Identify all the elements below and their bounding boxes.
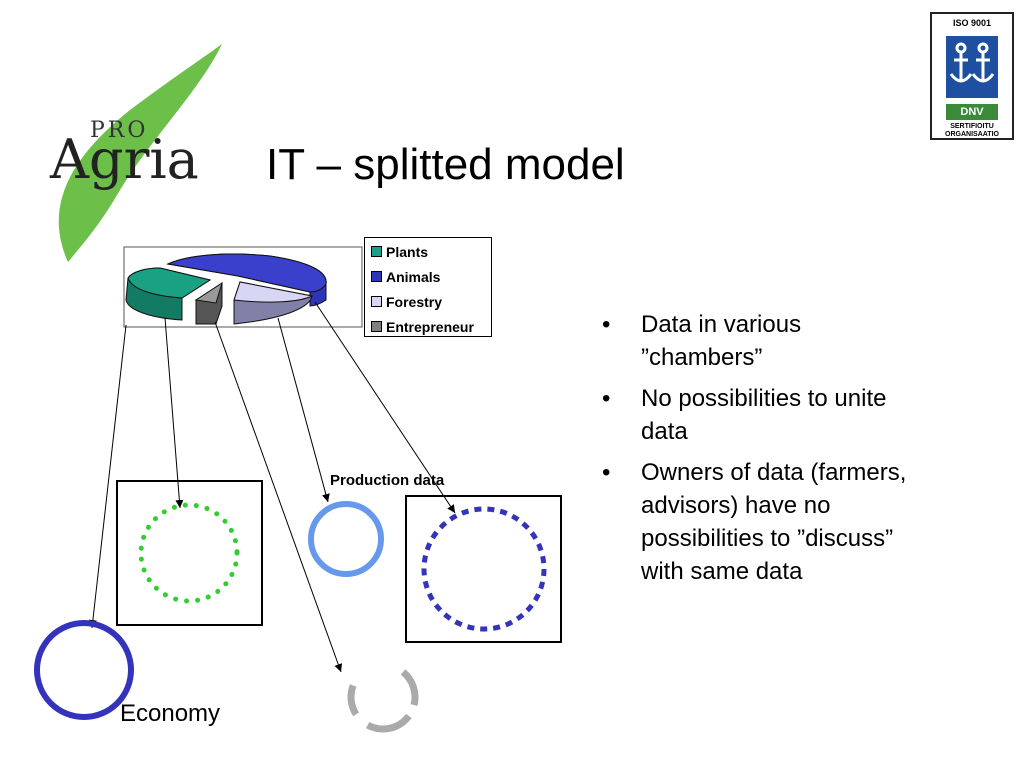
bullet-item: Data in various ”chambers”	[600, 308, 920, 374]
legend-item-entrepreneur: Entrepreneur	[371, 319, 474, 335]
anchor-icon	[946, 36, 998, 98]
legend-swatch-entrepreneur	[371, 321, 382, 332]
legend-label-animals: Animals	[386, 269, 441, 285]
production-data-label: Production data	[330, 472, 445, 489]
economy-circle	[34, 620, 134, 720]
legend-swatch-forestry	[371, 296, 382, 307]
arrow-to-economy	[88, 324, 127, 629]
animals-box	[405, 495, 562, 643]
legend-item-animals: Animals	[371, 269, 440, 285]
pie-slice-entrepreneur-top	[194, 281, 223, 304]
legend-swatch-animals	[371, 271, 382, 282]
chart-legend: Plants Animals Forestry Entrepreneur	[364, 237, 492, 337]
plants-box	[116, 480, 263, 626]
bullet-list: Data in various ”chambers” No possibilit…	[600, 308, 920, 596]
legend-label-plants: Plants	[386, 244, 429, 260]
light-blue-circle	[308, 501, 384, 577]
arrow-to-navy-circle	[314, 301, 456, 514]
badge-iso-text: ISO 9001	[952, 18, 992, 28]
logo-agria-text: Agria	[50, 128, 199, 191]
pie-slice-animals-top	[166, 253, 327, 293]
page-title: IT – splitted model	[266, 140, 625, 189]
legend-label-entrepreneur: Entrepreneur	[386, 319, 474, 335]
green-dotted-circle	[138, 502, 240, 604]
logo-pro-text: PRO	[90, 118, 149, 143]
legend-item-plants: Plants	[371, 244, 428, 260]
pie-slice-plants-top	[127, 267, 212, 299]
bullet-item: Owners of data (farmers, advisors) have …	[600, 456, 920, 588]
iso-badge: ISO 9001 DNV SERTIFIOITU ORGANISAATIO	[930, 12, 1014, 140]
arrow-to-gray-arc	[214, 321, 343, 673]
legend-label-forestry: Forestry	[386, 294, 443, 310]
legend-swatch-plants	[371, 246, 382, 257]
pie-slice-forestry-top	[233, 281, 314, 303]
badge-bottom-line2: ORGANISAATIO	[945, 131, 999, 138]
gray-broken-arc	[347, 661, 419, 733]
arrow-to-green-circle	[164, 317, 184, 509]
leaf-logo-icon	[58, 44, 222, 262]
badge-dnv-text: DNV	[946, 104, 998, 120]
badge-bottom-line1: SERTIFIOITU	[950, 123, 994, 130]
badge-bottom-text: SERTIFIOITU ORGANISAATIO	[932, 123, 1012, 139]
navy-dashed-circle	[421, 506, 547, 632]
arrow-to-light-blue-circle	[277, 317, 330, 503]
economy-label: Economy	[120, 700, 221, 727]
bullet-item: No possibilities to unite data	[600, 382, 920, 448]
pie-chart-frame	[123, 246, 363, 328]
legend-item-forestry: Forestry	[371, 294, 442, 310]
